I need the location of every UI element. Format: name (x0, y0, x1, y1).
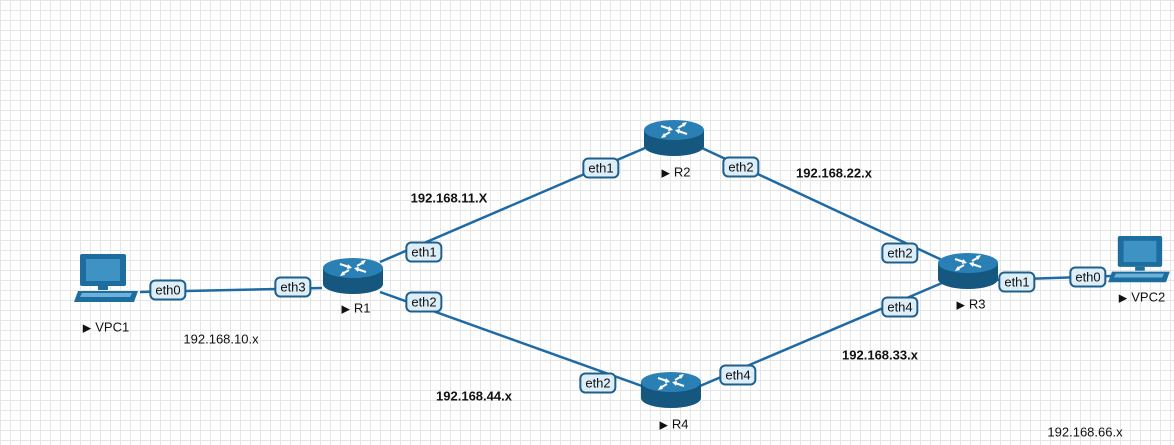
r4-eth2-interface[interactable]: eth2 (579, 372, 617, 394)
network-label-22: 192.168.22.x (796, 165, 872, 181)
r2-eth2-interface[interactable]: eth2 (722, 156, 760, 178)
play-icon[interactable]: ▶ (659, 419, 668, 432)
vpc1-label: ▶VPC1 (83, 320, 129, 335)
play-icon[interactable]: ▶ (661, 167, 670, 180)
network-label-10: 192.168.10.x (183, 331, 259, 347)
r2-name: R2 (673, 164, 691, 180)
vpc2-label: ▶VPC2 (1119, 290, 1165, 305)
r4-name: R4 (671, 416, 689, 432)
play-icon[interactable]: ▶ (341, 303, 350, 316)
network-label-44: 192.168.44.x (436, 388, 512, 404)
vpc1-eth0-interface[interactable]: eth0 (149, 279, 187, 301)
r3-router-icon[interactable] (937, 251, 999, 291)
r4-eth4-interface[interactable]: eth4 (719, 364, 757, 386)
play-icon[interactable]: ▶ (956, 299, 965, 312)
play-icon[interactable]: ▶ (82, 322, 92, 335)
r3-label: ▶R3 (956, 297, 985, 312)
vpc2-eth0-interface[interactable]: eth0 (1069, 266, 1107, 288)
r1-eth3-interface[interactable]: eth3 (274, 276, 312, 298)
r3-eth1-interface[interactable]: eth1 (998, 271, 1036, 293)
r3-name: R3 (968, 296, 986, 312)
vpc1-name: VPC1 (95, 319, 130, 335)
r4-router-icon[interactable] (640, 370, 702, 410)
vpc2-pc-icon[interactable] (1106, 236, 1172, 290)
r2-label: ▶R2 (661, 165, 690, 180)
r1-router-icon[interactable] (322, 256, 384, 296)
vpc2-name: VPC2 (1131, 289, 1166, 305)
network-label-11: 192.168.11.X (410, 190, 488, 206)
r2-eth1-interface[interactable]: eth1 (582, 157, 620, 179)
r1-name: R1 (353, 300, 371, 316)
play-icon[interactable]: ▶ (1118, 292, 1128, 305)
r4-label: ▶R4 (659, 417, 688, 432)
network-label-66: 192.168.66.x (1047, 424, 1123, 440)
r2-router-icon[interactable] (643, 118, 705, 158)
network-label-33: 192.168.33.x (842, 347, 918, 363)
r3-eth2-interface[interactable]: eth2 (881, 242, 919, 264)
r1-eth1-interface[interactable]: eth1 (405, 241, 443, 263)
r3-eth4-interface[interactable]: eth4 (881, 296, 919, 318)
r1-label: ▶R1 (341, 301, 370, 316)
vpc1-pc-icon[interactable] (72, 254, 140, 310)
r1-eth2-interface[interactable]: eth2 (405, 291, 443, 313)
